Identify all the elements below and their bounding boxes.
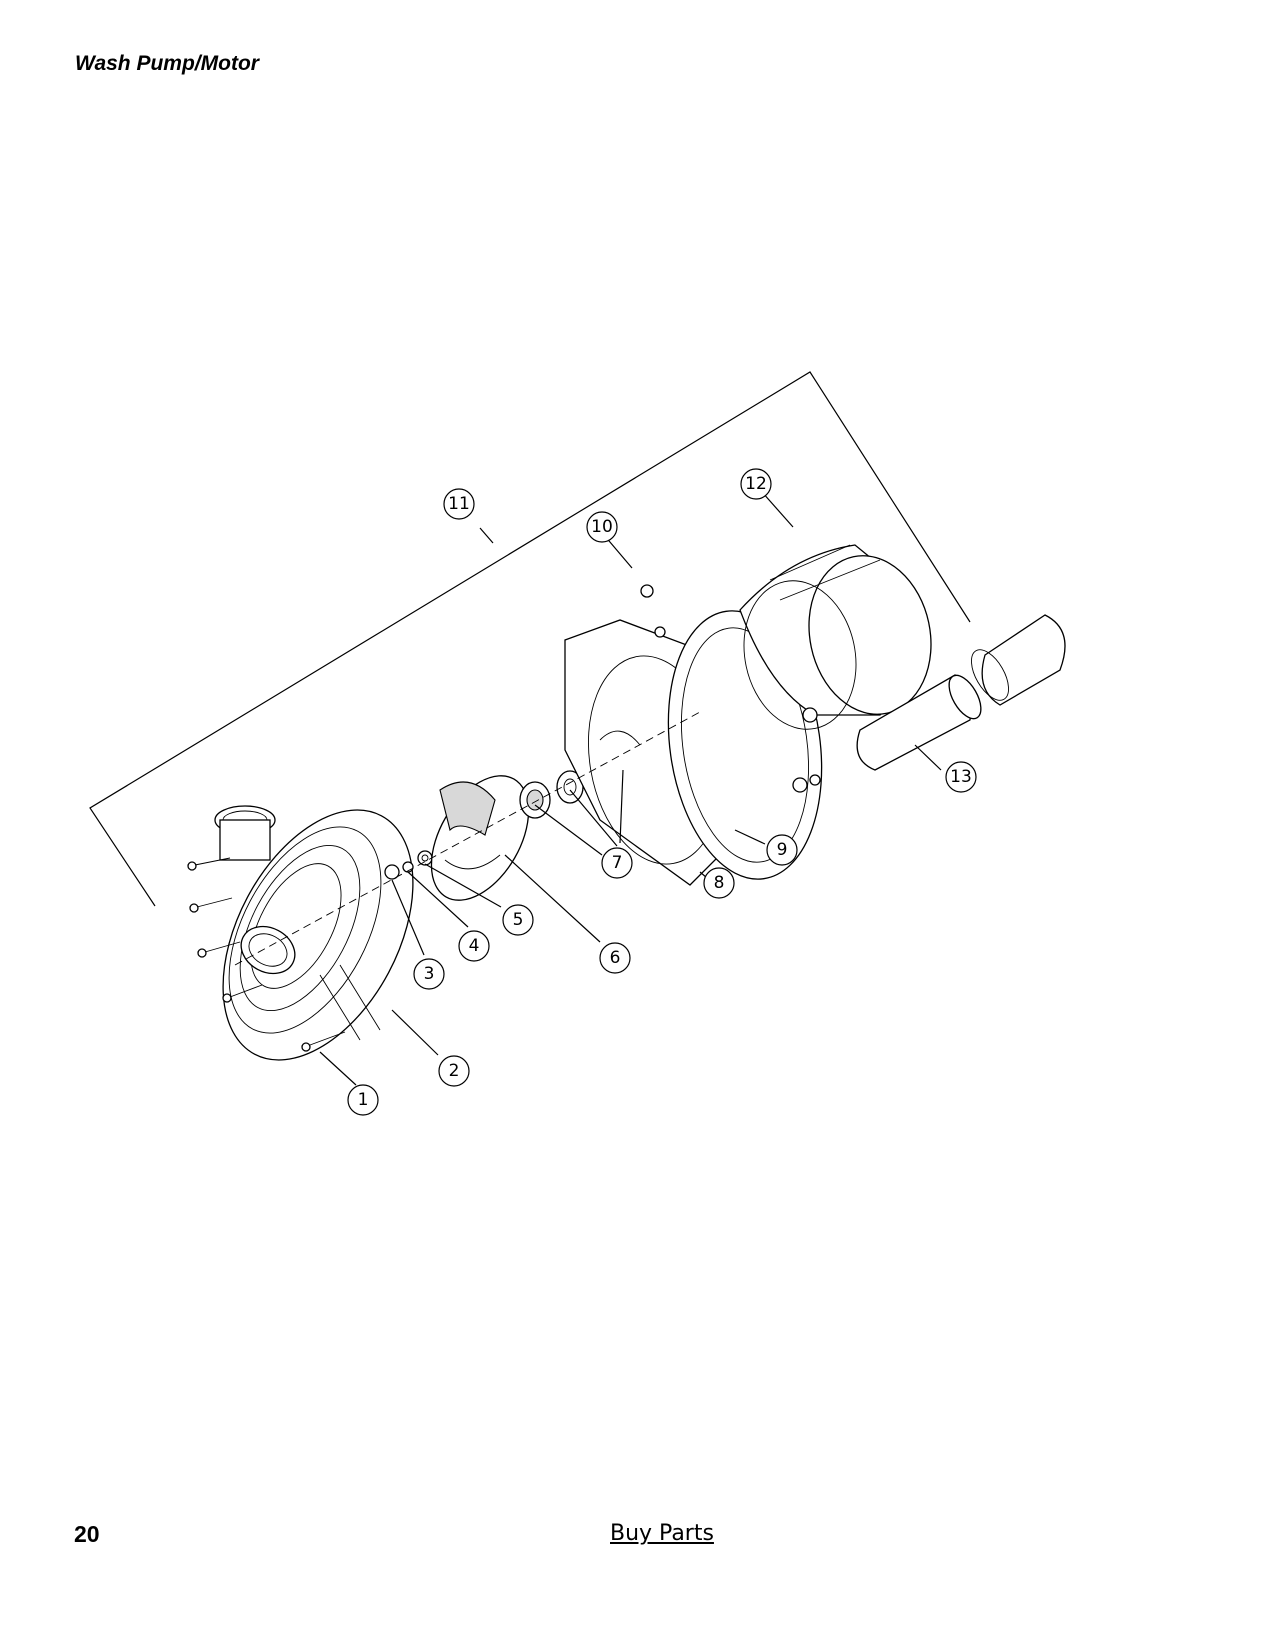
callout-4: 4 <box>458 930 490 962</box>
callout-3-label: 3 <box>424 964 435 984</box>
callout-6: 6 <box>599 942 631 974</box>
callout-11: 11 <box>443 488 475 520</box>
callout-8: 8 <box>703 867 735 899</box>
assembly-bracket <box>89 371 971 907</box>
page-number: 20 <box>74 1521 100 1547</box>
callout-3: 3 <box>413 958 445 990</box>
callout-2: 2 <box>438 1055 470 1087</box>
callout-7-label: 7 <box>612 853 623 873</box>
leader-lines <box>319 491 942 1086</box>
callout-13-label: 13 <box>950 767 972 787</box>
pump-housing-drawing <box>187 805 414 1061</box>
impeller-drawing <box>430 775 530 901</box>
callout-10-label: 10 <box>591 517 613 537</box>
callout-6-label: 6 <box>610 948 621 968</box>
callout-1-label: 1 <box>358 1090 369 1110</box>
nut-drawing <box>640 584 654 598</box>
callout-2-label: 2 <box>449 1061 460 1081</box>
nut-and-washer-drawing <box>384 861 414 880</box>
callout-8-label: 8 <box>714 873 725 893</box>
callout-9-label: 9 <box>777 840 788 860</box>
callout-1: 1 <box>347 1084 379 1116</box>
callout-12: 12 <box>740 468 772 500</box>
washer-drawing <box>417 850 433 866</box>
motor-drawing <box>739 544 932 730</box>
callout-10: 10 <box>586 511 618 543</box>
callout-7: 7 <box>601 847 633 879</box>
callout-5-label: 5 <box>513 910 524 930</box>
page-title: Wash Pump/Motor <box>75 52 259 75</box>
callout-13: 13 <box>945 761 977 793</box>
callout-5: 5 <box>502 904 534 936</box>
buy-parts-link[interactable]: Buy Parts <box>610 1521 714 1546</box>
capacitor-drawing <box>792 614 1066 793</box>
callout-11-label: 11 <box>448 494 470 514</box>
callout-9: 9 <box>766 834 798 866</box>
callout-12-label: 12 <box>745 474 767 494</box>
callout-4-label: 4 <box>469 936 480 956</box>
